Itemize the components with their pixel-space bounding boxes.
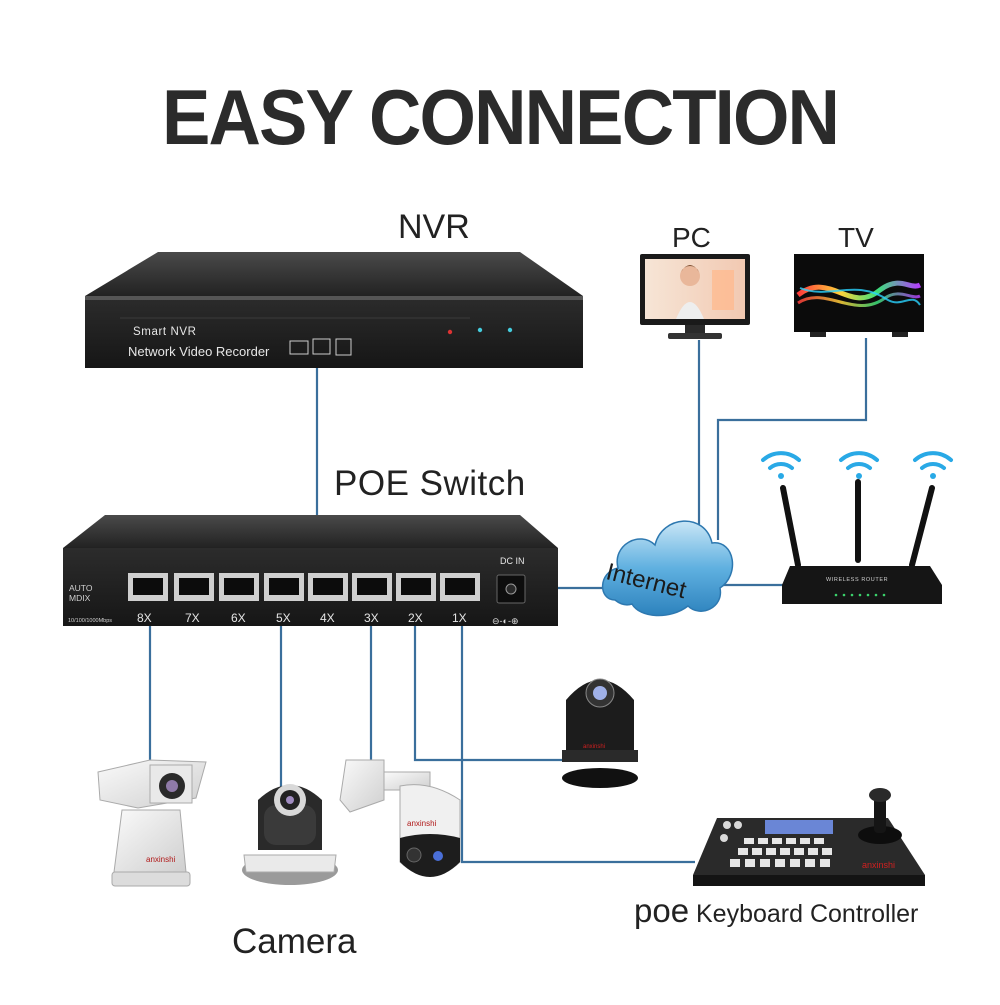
vehicle-ptz-camera[interactable]: anxinshi — [562, 678, 638, 788]
port-4x[interactable]: 4X — [308, 573, 348, 625]
switch-mdix-text: MDIX — [69, 593, 91, 603]
port-8x[interactable]: 8X — [128, 573, 168, 625]
nvr-brand: Smart NVR — [133, 326, 197, 338]
port-5x[interactable]: 5X — [264, 573, 304, 625]
tv-label: TV — [838, 222, 874, 253]
port-3x[interactable]: 3X — [352, 573, 392, 625]
poe-switch-label: POE Switch — [334, 464, 526, 503]
tv-screen[interactable] — [794, 254, 924, 337]
keyboard-brand: anxinshi — [862, 860, 895, 870]
svg-text:6X: 6X — [231, 611, 246, 625]
keyboard-controller-label: poe Keyboard Controller — [634, 892, 918, 930]
svg-text:1X: 1X — [452, 611, 467, 625]
svg-text:7X: 7X — [185, 611, 200, 625]
pc-monitor[interactable] — [640, 254, 750, 339]
poe-switch[interactable]: AUTO MDIX 10/100/1000Mbps DC IN ⊖-◐-⊕ 8X… — [63, 515, 558, 626]
svg-text:4X: 4X — [320, 611, 335, 625]
svg-text:5X: 5X — [276, 611, 291, 625]
wifi-icon — [913, 451, 953, 479]
page-title: EASY CONNECTION — [161, 73, 840, 161]
pc-label: PC — [672, 222, 711, 253]
cable-tv-internet — [716, 338, 868, 540]
camera-brand: anxinshi — [146, 855, 176, 864]
keyboard-controller[interactable]: anxinshi — [693, 788, 925, 886]
port-7x[interactable]: 7X — [174, 573, 214, 625]
keyboard-label-main: Keyboard Controller — [689, 900, 919, 928]
svg-text:2X: 2X — [408, 611, 423, 625]
port-1x[interactable]: 1X — [440, 573, 480, 625]
camera-brand: anxinshi — [583, 744, 605, 750]
cable-port2-camera — [413, 596, 566, 762]
wifi-icon — [761, 451, 801, 479]
ptz-camera[interactable] — [242, 784, 338, 885]
nvr-model: Network Video Recorder — [128, 344, 270, 359]
svg-text:3X: 3X — [364, 611, 379, 625]
switch-dc-in: DC IN — [500, 556, 525, 566]
positioning-camera[interactable]: anxinshi — [97, 759, 207, 887]
port-group: 8X 7X 6X 5X 4X — [128, 573, 480, 625]
wifi-icon — [839, 451, 879, 479]
internet-cloud-icon: Internet — [601, 520, 734, 617]
port-6x[interactable]: 6X — [219, 573, 259, 625]
camera-label: Camera — [232, 922, 357, 961]
cable-port1-keyboard — [460, 596, 695, 864]
switch-auto-text: AUTO — [69, 583, 93, 593]
port-2x[interactable]: 2X — [396, 573, 436, 625]
camera-brand: anxinshi — [407, 819, 437, 828]
wireless-router[interactable]: WIRELESS ROUTER — [780, 479, 942, 604]
svg-text:⊖-◐-⊕: ⊖-◐-⊕ — [492, 616, 519, 626]
nvr-label: NVR — [398, 208, 470, 246]
router-label: WIRELESS ROUTER — [826, 577, 888, 583]
switch-speed-text: 10/100/1000Mbps — [68, 618, 112, 624]
nvr-device[interactable]: Smart NVR Network Video Recorder — [85, 252, 583, 368]
svg-text:8X: 8X — [137, 611, 152, 625]
keyboard-label-prefix: poe — [634, 892, 690, 929]
speed-dome-camera[interactable]: anxinshi — [339, 759, 461, 877]
